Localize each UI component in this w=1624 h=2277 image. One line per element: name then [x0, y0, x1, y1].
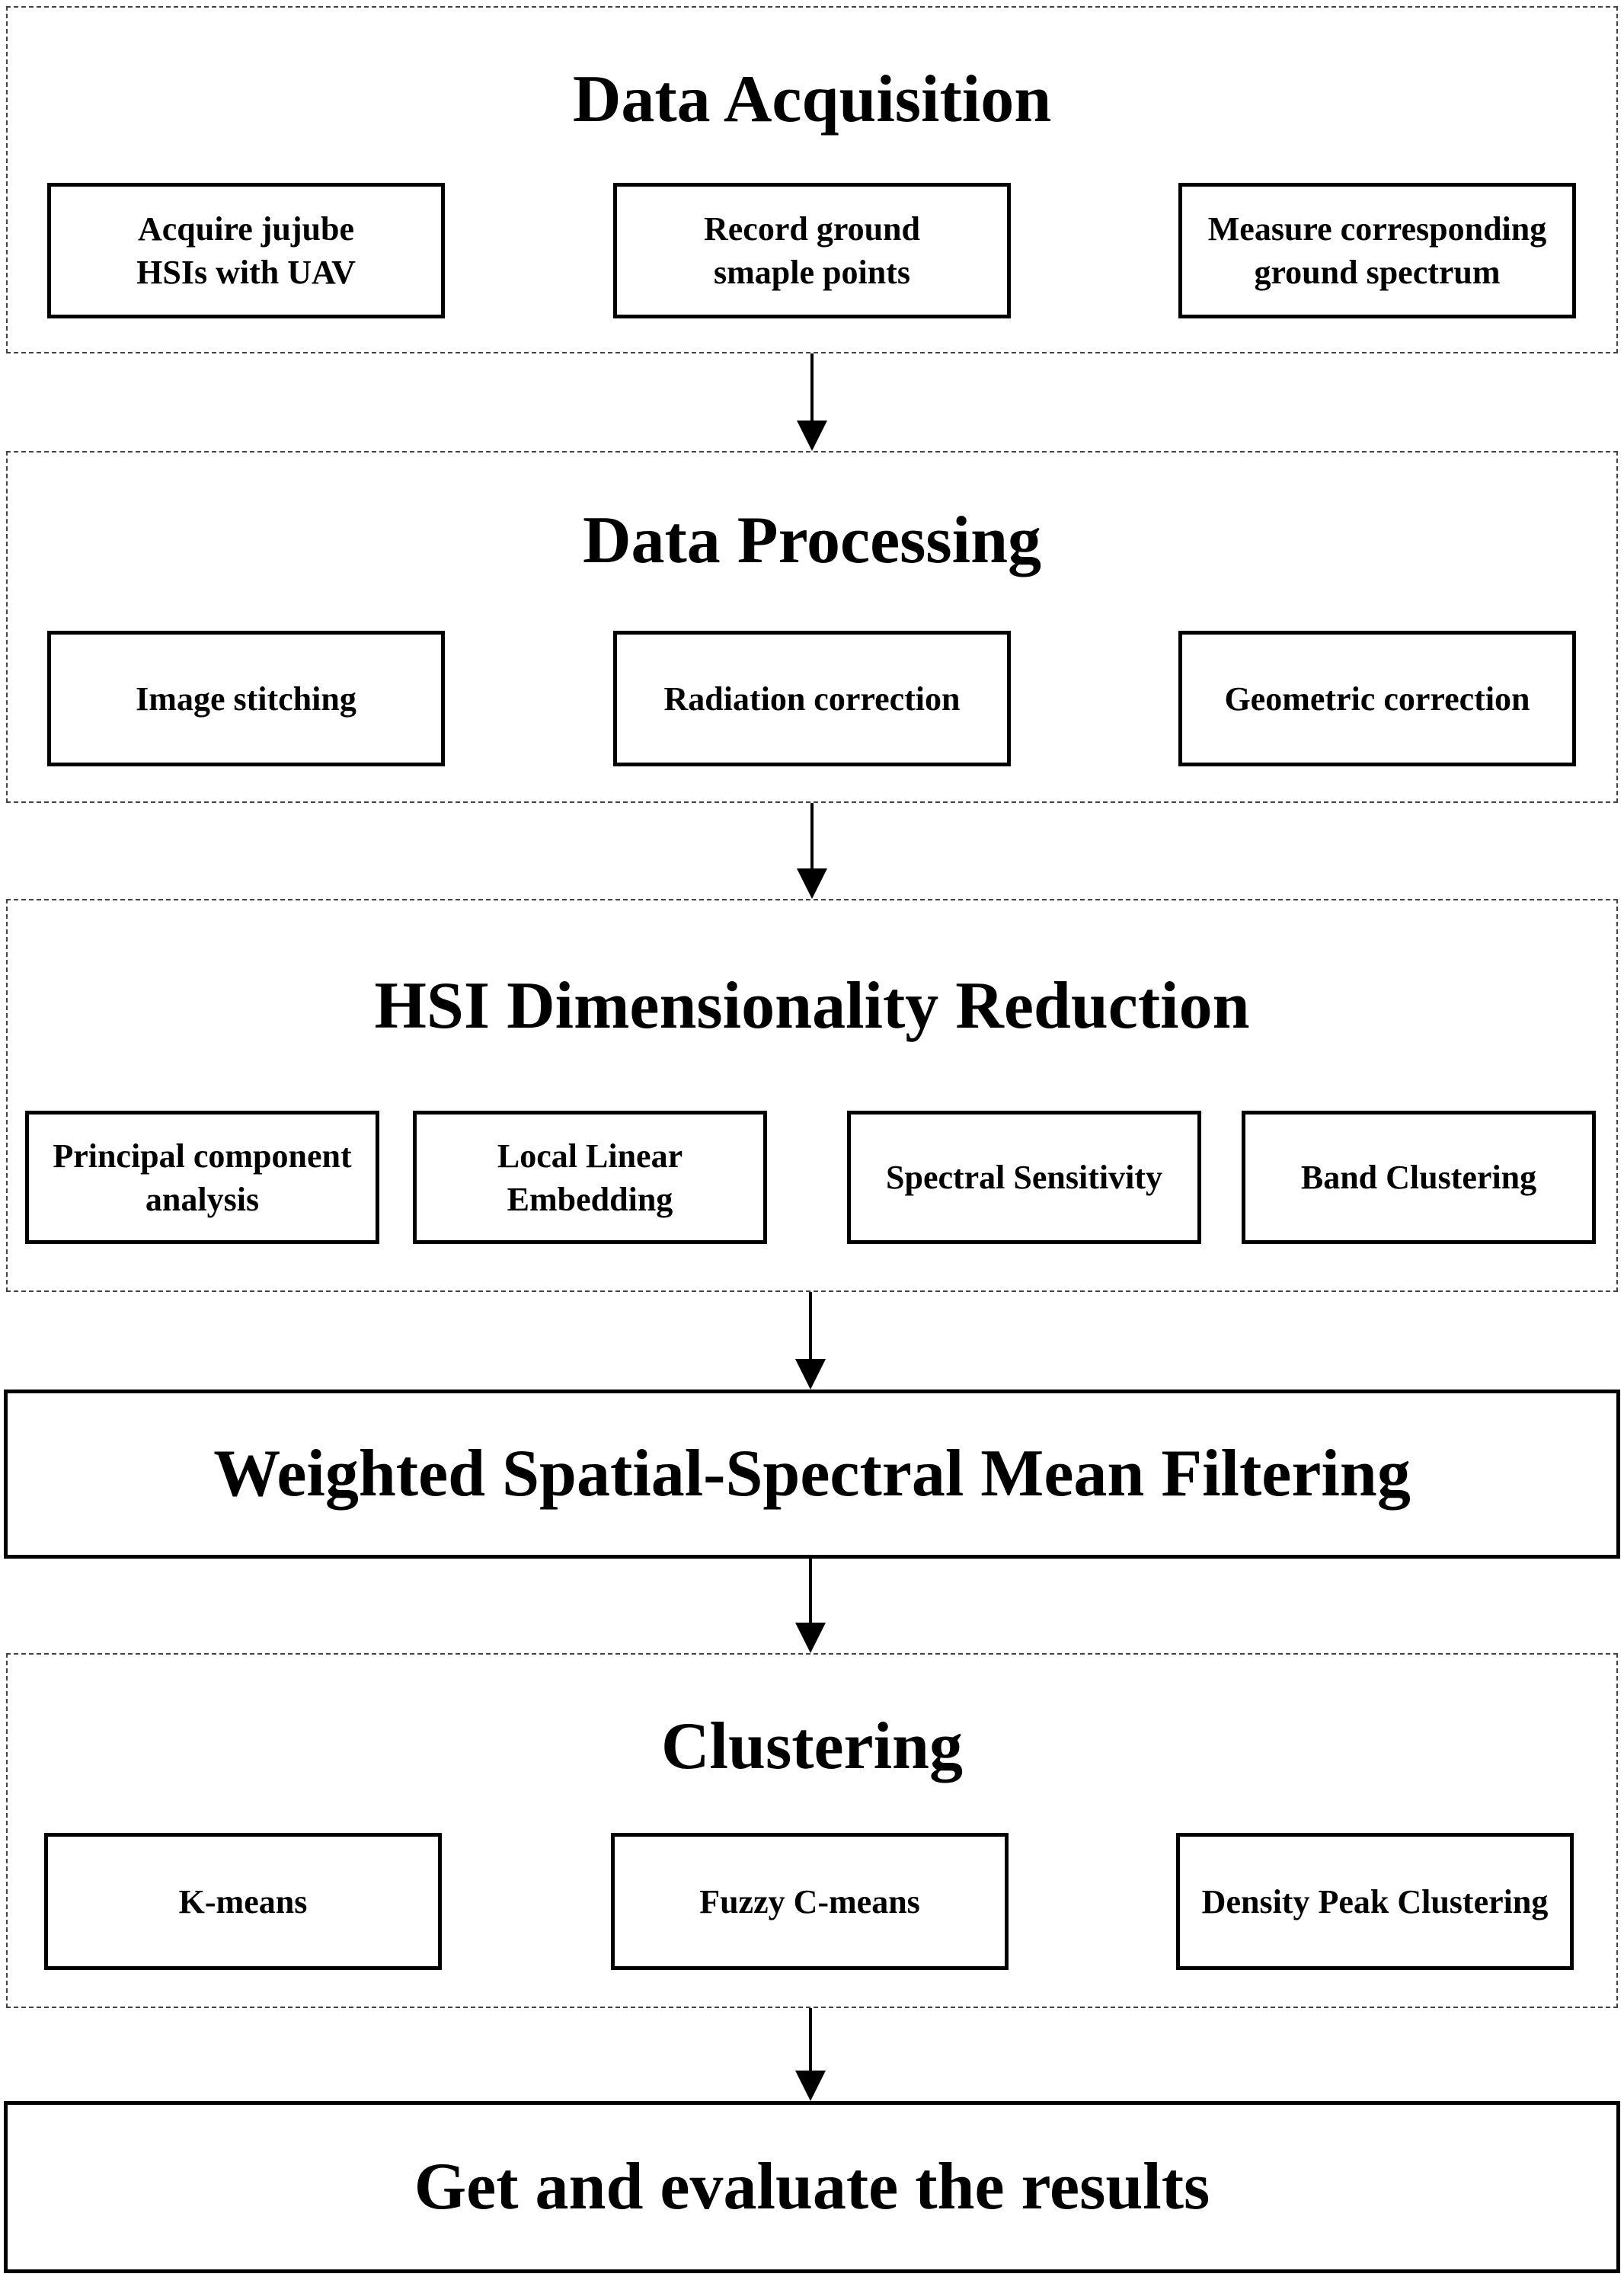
data-processing-title: Data Processing: [582, 504, 1042, 577]
lle-step: Local Linear Embedding: [413, 1111, 767, 1244]
image-stitching-step: Image stitching: [47, 631, 445, 766]
data-acquisition-group: Data Acquisition: [6, 6, 1618, 353]
acquire-hsis-step: Acquire jujube HSIs with UAV: [47, 183, 445, 318]
dimensionality-reduction-title: HSI Dimensionality Reduction: [374, 969, 1250, 1043]
data-acquisition-title: Data Acquisition: [572, 62, 1052, 136]
results-box: Get and evaluate the results: [4, 2101, 1620, 2273]
data-processing-group: Data Processing: [6, 451, 1618, 803]
record-ground-points-step: Record ground smaple points: [613, 183, 1011, 318]
fuzzy-c-means-step: Fuzzy C-means: [611, 1833, 1009, 1970]
weighted-filtering-box: Weighted Spatial-Spectral Mean Filtering: [4, 1390, 1620, 1559]
clustering-group: Clustering: [6, 1653, 1618, 2008]
dimensionality-reduction-group: HSI Dimensionality Reduction: [6, 899, 1618, 1292]
band-clustering-step: Band Clustering: [1242, 1111, 1596, 1244]
measure-ground-spectrum-step: Measure corresponding ground spectrum: [1178, 183, 1576, 318]
density-peak-clustering-step: Density Peak Clustering: [1176, 1833, 1574, 1970]
radiation-correction-step: Radiation correction: [613, 631, 1011, 766]
pca-step: Principal component analysis: [25, 1111, 379, 1244]
geometric-correction-step: Geometric correction: [1178, 631, 1576, 766]
spectral-sensitivity-step: Spectral Sensitivity: [847, 1111, 1201, 1244]
k-means-step: K-means: [44, 1833, 442, 1970]
clustering-title: Clustering: [661, 1709, 963, 1783]
